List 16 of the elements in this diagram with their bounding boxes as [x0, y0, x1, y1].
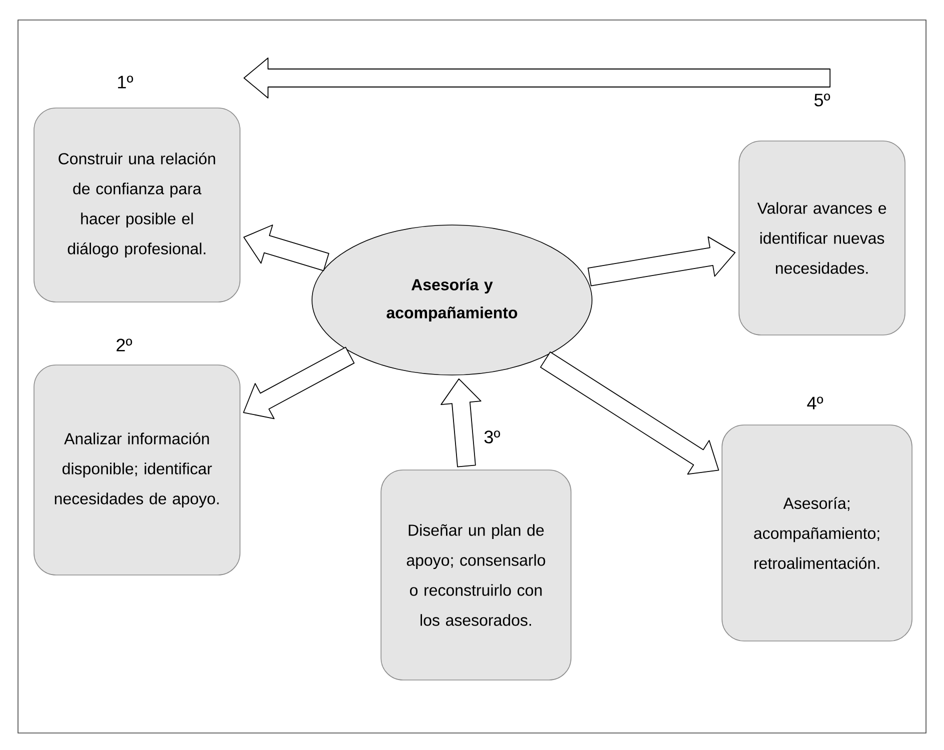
block-arrow	[540, 352, 720, 475]
step-box: Analizar información disponible; identificar necesidades de apoyo.	[34, 364, 240, 576]
block-arrow	[588, 236, 736, 286]
step-box: Valorar avances e identificar nuevas necesidades.	[738, 140, 906, 336]
step-number: 1º	[118, 76, 134, 88]
block-arrow	[440, 378, 482, 468]
step-box: Diseñar un plan de apoyo; consensarlo o reconstruirlo con los asesorados.	[380, 470, 572, 680]
block-arrow	[244, 58, 830, 98]
step-number: 2º	[116, 338, 132, 352]
step-number: 4º	[807, 396, 824, 410]
block-arrow	[243, 224, 330, 272]
block-arrow	[243, 346, 355, 420]
step-number: 5º	[814, 94, 830, 106]
step-box: Asesoría; acompañamiento; retroalimentación.	[722, 424, 912, 642]
step-box: Construir una relación de confianza para hacer posible el diálogo profesional.	[34, 108, 240, 302]
step-number: 3º	[484, 430, 500, 444]
